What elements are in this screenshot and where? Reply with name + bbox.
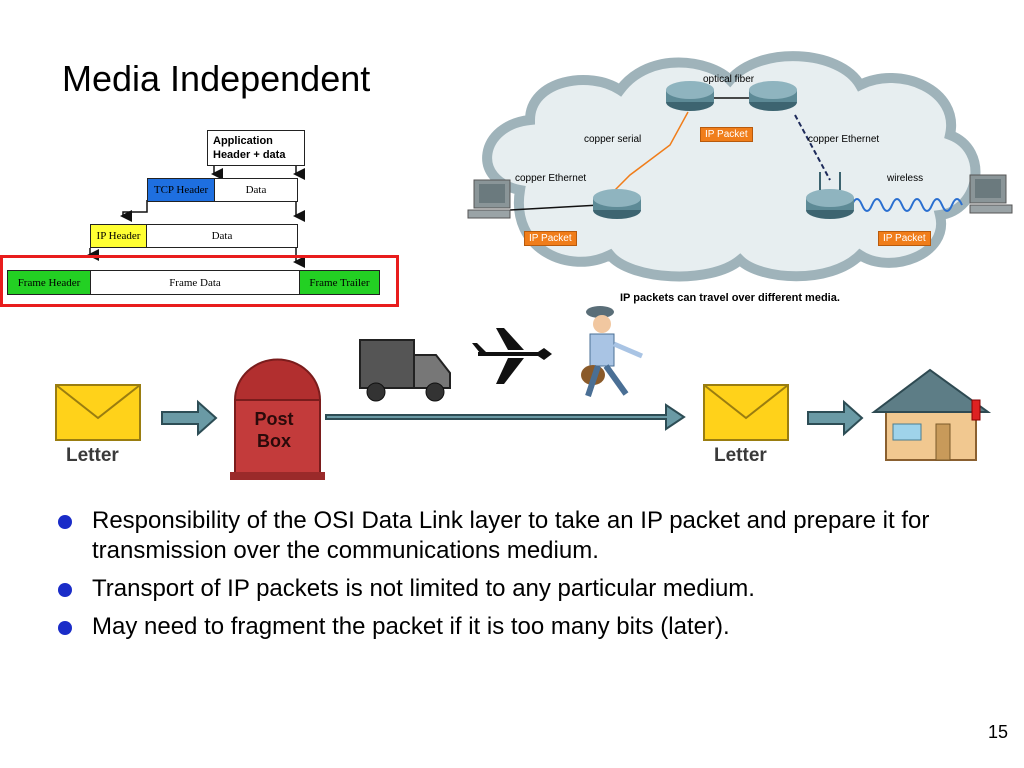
serial-link [614, 111, 689, 191]
envelope-icon [703, 384, 789, 441]
bullet-icon [58, 621, 72, 635]
router-icon [593, 189, 641, 219]
pc-left-link [509, 204, 601, 211]
ip-packet-tag: IP Packet [524, 231, 577, 246]
post-box-icon [230, 358, 325, 480]
bullet-text: Responsibility of the OSI Data Link laye… [92, 507, 930, 564]
bullet-list: Responsibility of the OSI Data Link laye… [58, 506, 958, 650]
letter-left-label: Letter [66, 445, 119, 466]
envelope-icon [55, 384, 141, 441]
ip-packet-tag: IP Packet [700, 127, 753, 142]
tcp-header-box: TCP Header [147, 178, 215, 202]
network-cloud-graphic [467, 51, 1013, 282]
pc-left-icon [467, 179, 511, 219]
optical-fiber-label: optical fiber [703, 74, 755, 85]
frame-data-box: Frame Data [90, 270, 300, 295]
long-arrow-icon [325, 403, 686, 431]
copper-serial-label: copper serial [584, 134, 642, 145]
bullet-icon [58, 515, 72, 529]
network-caption: IP packets can travel over different med… [620, 292, 840, 304]
airplane-icon [472, 328, 552, 384]
mail-analogy-graphic [55, 306, 992, 480]
application-data-box: Application Header + data [207, 130, 305, 166]
frame-highlight-border [0, 255, 399, 307]
router-icon [749, 81, 797, 111]
arrow-icon [807, 399, 864, 437]
ip-data-box: Data [146, 224, 298, 248]
pc-right-icon [969, 174, 1013, 214]
router-icon [666, 81, 714, 111]
post-box-label: Post Box [254, 408, 294, 452]
copper-ethernet-right-label: copper Ethernet [808, 134, 880, 145]
post-box-label-line1: Post [254, 409, 294, 429]
bullet-text: May need to fragment the packet if it is… [92, 613, 730, 640]
letter-right-label: Letter [714, 445, 767, 466]
bullet-text: Transport of IP packets is not limited t… [92, 575, 755, 602]
bullet-item: May need to fragment the packet if it is… [58, 612, 958, 642]
wireless-router-icon [806, 172, 854, 219]
bullet-item: Responsibility of the OSI Data Link laye… [58, 506, 958, 566]
postman-icon [581, 306, 643, 397]
bullet-item: Transport of IP packets is not limited t… [58, 574, 958, 604]
frame-header-box: Frame Header [7, 270, 91, 295]
slide-title: Media Independent [62, 58, 371, 99]
page-number: 15 [988, 722, 1009, 742]
truck-icon [359, 339, 451, 402]
cloud-shape [482, 51, 981, 282]
copper-ethernet-left-label: copper Ethernet [515, 173, 587, 184]
house-icon [871, 368, 992, 461]
wireless-wave [851, 198, 963, 212]
arrow-tcp-to-ip [120, 200, 148, 222]
ip-packet-tag: IP Packet [878, 231, 931, 246]
post-box-label-line2: Box [256, 431, 291, 451]
frame-trailer-box: Frame Trailer [299, 270, 380, 295]
copper-ethernet-link [794, 114, 831, 181]
arrow-icon [161, 399, 218, 437]
tcp-data-box: Data [214, 178, 298, 202]
bullet-icon [58, 583, 72, 597]
ip-header-box: IP Header [90, 224, 147, 248]
wireless-label: wireless [887, 173, 924, 184]
